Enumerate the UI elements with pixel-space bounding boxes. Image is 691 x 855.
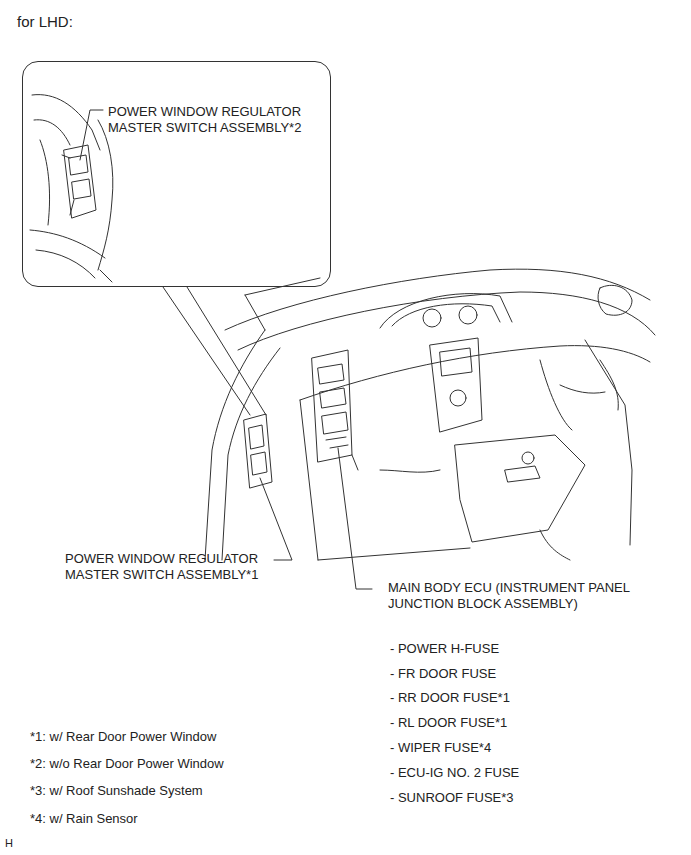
part-label: MAIN BODY ECU (INSTRUMENT PANEL JUNCTION… <box>388 580 653 612</box>
dashboard-illustration-part <box>249 425 264 449</box>
inset-door-illustration-part <box>40 140 50 225</box>
dashboard-illustration-part <box>440 348 472 376</box>
inset-door-illustration-part <box>72 179 91 199</box>
dashboard-illustration-part <box>318 548 470 560</box>
footnote: *2: w/o Rear Door Power Window <box>30 756 224 772</box>
dashboard-illustration-part <box>540 530 570 560</box>
inset-door-illustration <box>30 95 113 282</box>
dashboard-illustration-part <box>522 452 534 464</box>
dashboard-illustration-part <box>352 455 358 470</box>
leader-lines-part <box>80 110 103 160</box>
inset-door-illustration-part <box>64 145 96 218</box>
inset-door-illustration-part <box>30 230 105 258</box>
inset-door-illustration-part <box>36 250 95 278</box>
dashboard-illustration <box>205 269 655 560</box>
fuse-name: - RR DOOR FUSE*1 <box>390 690 510 706</box>
inset-door-illustration-part <box>98 120 113 270</box>
dashboard-illustration-part <box>300 346 650 400</box>
inset-door-illustration-part <box>62 155 74 215</box>
inset-door-illustration-part <box>100 270 112 282</box>
footnote: *1: w/ Rear Door Power Window <box>30 729 216 745</box>
dashboard-illustration-part <box>225 269 650 330</box>
dashboard-illustration-part <box>540 360 572 430</box>
dashboard-illustration-part <box>380 470 440 472</box>
dashboard-illustration-part <box>560 385 605 393</box>
page-title: for LHD: <box>17 13 73 31</box>
leader-lines-part <box>338 448 372 589</box>
dashboard-illustration-part <box>392 304 500 326</box>
dashboard-illustration-part <box>318 364 344 384</box>
dashboard-illustration-part <box>312 350 352 462</box>
footnote: *3: w/ Roof Sunshade System <box>30 783 203 799</box>
dashboard-illustration-part <box>320 388 346 408</box>
inset-box: POWER WINDOW REGULATOR MASTER SWITCH ASS… <box>22 61 331 287</box>
dashboard-illustration-part <box>598 285 632 315</box>
dashboard-illustration-part <box>222 348 280 560</box>
dashboard-illustration-part <box>600 360 618 410</box>
part-label: POWER WINDOW REGULATOR MASTER SWITCH ASS… <box>108 104 323 136</box>
dashboard-illustration-part <box>455 435 585 542</box>
dashboard-illustration-part <box>459 306 477 324</box>
dashboard-illustration-part <box>380 294 512 328</box>
inset-door-illustration-part <box>32 95 100 150</box>
inset-door-illustration-part <box>34 120 70 145</box>
part-label: POWER WINDOW REGULATOR MASTER SWITCH ASS… <box>65 551 280 583</box>
dashboard-illustration-part <box>205 330 265 560</box>
fuse-name: - RL DOOR FUSE*1 <box>390 715 507 731</box>
dashboard-illustration-part <box>430 338 482 432</box>
footnote: *4: w/ Rain Sensor <box>30 811 138 827</box>
fuse-name: - WIPER FUSE*4 <box>390 740 491 756</box>
dashboard-illustration-part <box>326 437 348 448</box>
dashboard-illustration-part <box>238 292 655 350</box>
dashboard-illustration-part <box>450 390 466 406</box>
leader-lines <box>80 110 372 589</box>
fuse-name: - SUNROOF FUSE*3 <box>390 790 514 806</box>
dashboard-illustration-part <box>423 309 441 327</box>
dashboard-illustration-part <box>251 452 267 475</box>
dashboard-illustration-part <box>245 295 265 330</box>
dashboard-illustration-part <box>585 340 632 545</box>
dashboard-illustration-part <box>300 400 318 560</box>
dashboard-illustration-part <box>244 414 272 488</box>
fuse-name: - POWER H-FUSE <box>390 641 499 657</box>
magnifier-lines-part <box>163 287 250 415</box>
dashboard-illustration-part <box>322 412 348 434</box>
dashboard-illustration-part <box>505 466 540 482</box>
leader-lines-part <box>260 478 292 560</box>
magnifier-lines-part <box>187 287 266 415</box>
inset-door-illustration-part <box>69 155 88 175</box>
figure-code: H <box>5 835 13 851</box>
fuse-name: - ECU-IG NO. 2 FUSE <box>390 765 519 781</box>
fuse-name: - FR DOOR FUSE <box>390 666 496 682</box>
